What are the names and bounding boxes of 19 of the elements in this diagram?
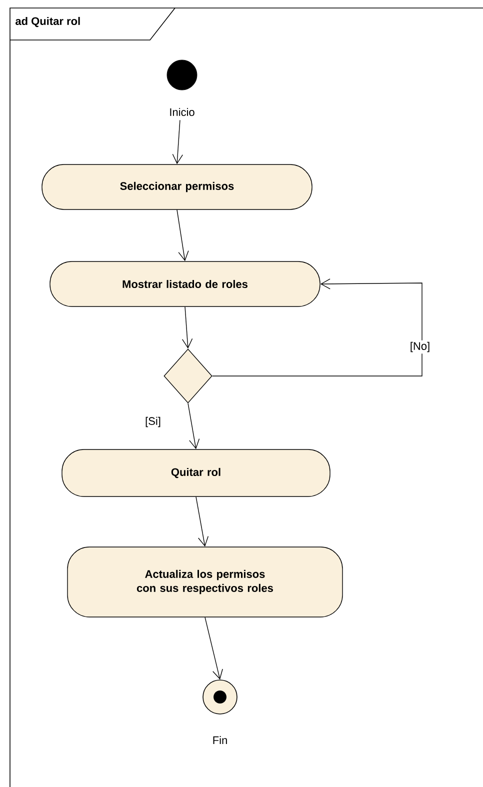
arrow [204,617,223,680]
arrow [196,496,209,547]
arrow [188,403,200,450]
arrow [172,120,183,164]
initial-node [166,60,198,90]
decision-diamond [164,348,212,404]
arrow [212,278,422,376]
action-box: Seleccionar permisos [42,164,312,210]
node-label: Fin [213,736,227,744]
node-label: Inicio [170,108,194,116]
final-node [202,680,238,714]
arrow [182,306,193,349]
frame-title: ad Quitar rol [16,16,80,28]
arrow [176,210,189,262]
action-box: Actualiza los permisos con sus respectivos roles [67,546,343,618]
edge-label: [Si] [144,415,162,429]
action-box: Mostrar listado de roles [50,261,320,307]
action-box: Quitar rol [62,449,330,497]
edge-label: [No] [408,340,432,354]
